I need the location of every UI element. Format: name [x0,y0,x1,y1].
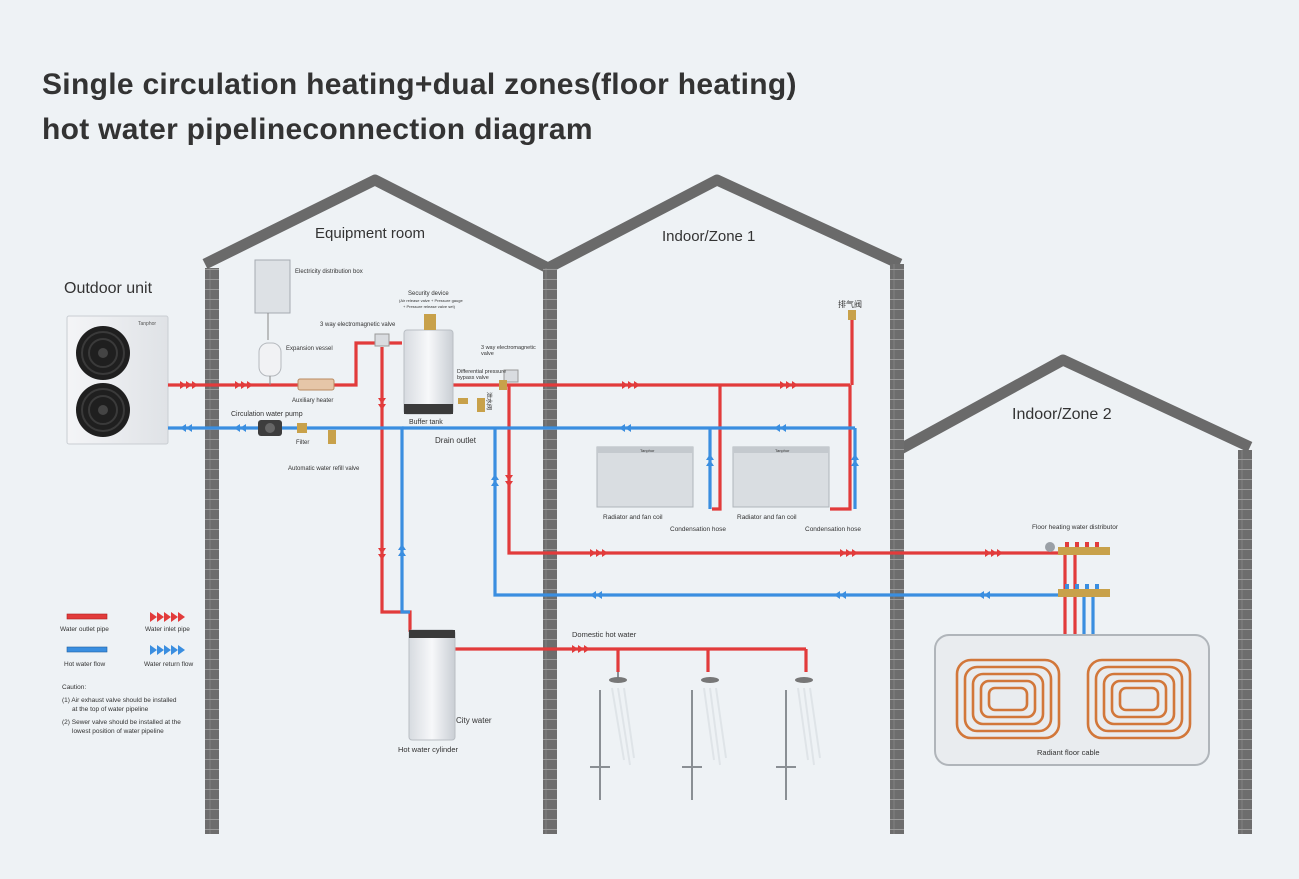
radiator-2-brand: Tanphor [775,448,790,453]
exhaust-valve [848,310,856,320]
hot-water-cylinder [408,629,456,741]
radiant-floor-area [934,634,1210,766]
label-expansion-vessel: Expansion vessel [286,346,333,352]
roof-zone-2 [892,354,1253,457]
manifold-icon [1045,542,1110,597]
legend: Water outlet pipe Water inlet pipe Hot w… [60,612,194,735]
legend-caution-1-l1: (1) Air exhaust valve should be installe… [62,697,177,704]
radiator-1-brand: Tanphor [640,448,655,453]
label-drain-outlet: Drain outlet [435,436,477,445]
wall-2 [543,268,557,834]
label-radiator-1: Radiator and fan coil [603,514,663,521]
label-security-detail-2: + Pressure release valve set) [403,304,456,309]
legend-water-outlet-pipe: Water outlet pipe [60,626,109,633]
fan-icon [76,326,130,380]
label-auto-refill-valve: Automatic water refill valve [288,466,360,472]
buffer-tank [403,314,454,415]
label-zone-1: Indoor/Zone 1 [662,228,755,245]
shower-icon [590,672,635,800]
title-line-1: Single circulation heating+dual zones(fl… [42,68,797,101]
fan-icon [76,383,130,437]
label-circulation-pump: Circulation water pump [231,411,303,418]
label-auxiliary-heater: Auxiliary heater [292,398,333,404]
label-diff-pressure-l2: bypass valve [457,375,489,381]
pump-icon [258,420,282,436]
valve-icon [374,333,390,347]
label-three-way-valve-2-l2: valve [481,351,494,357]
supply-flow-arrows [180,381,1003,653]
legend-caution-1-l2: at the top of water pipeline [72,706,149,713]
filter [297,423,307,433]
wall-4 [1238,450,1252,834]
label-domestic-hot-water: Domestic hot water [572,630,637,639]
label-condensation-hose-1: Condensation hose [670,526,726,533]
label-hot-water-cylinder: Hot water cylinder [398,745,459,754]
shower-icon [776,677,821,800]
label-condensation-hose-2: Condensation hose [805,526,861,533]
wall-3 [890,264,904,834]
radiator-icon: Tanphor [596,446,694,508]
valve-icon [499,369,519,390]
electricity-box [254,259,291,340]
building-outlines [202,174,1253,834]
label-electricity-box: Electricity distribution box [295,269,363,275]
legend-water-inlet-pipe: Water inlet pipe [145,626,190,633]
legend-caution-2-l2: lowest position of water pipeline [72,728,164,735]
label-city-water: City water [456,716,492,725]
roof-equipment-room [202,174,551,273]
legend-water-return-flow: Water return flow [144,661,194,668]
label-radiant-floor: Radiant floor cable [1037,748,1100,757]
legend-hot-water-flow: Hot water flow [64,661,105,668]
label-equipment-room: Equipment room [315,225,425,242]
title-line-2: hot water pipelineconnection diagram [42,113,593,146]
label-radiator-2: Radiator and fan coil [737,514,797,521]
outdoor-brand: Tanphor [138,321,156,327]
auxiliary-heater [297,378,335,391]
label-exhaust-valve: 排气阀 [838,299,862,309]
legend-caution-2-l1: (2) Sewer valve should be installed at t… [62,719,181,726]
shower-icon [682,677,727,800]
wall-1 [205,268,219,834]
legend-caution-title: Caution: [62,684,86,691]
label-three-way-valve: 3 way electromagnetic valve [320,322,396,328]
auto-refill-valve [328,430,336,444]
roof-zone-1 [545,174,903,273]
label-floor-distributor: Floor heating water distributor [1032,524,1119,531]
expansion-vessel [258,342,282,385]
label-security-device: Security device [408,291,449,297]
radiator-icon: Tanphor [732,446,830,508]
label-outdoor-unit: Outdoor unit [64,280,153,297]
page-title: Single circulation heating+dual zones(fl… [42,62,797,152]
return-flow-arrows [180,424,990,599]
outdoor-unit: Tanphor [66,315,169,445]
drain-outlet [458,398,485,412]
label-diff-pressure-l1: Differential pressure [457,369,506,375]
label-zone-2: Indoor/Zone 2 [1012,406,1112,423]
label-security-detail-1: (Air release valve + Pressure gauge [399,298,463,303]
label-filter: Filter [296,440,309,446]
label-sewer-valve: 泄水阀 [485,392,493,410]
label-three-way-valve-2-l1: 3 way electromagnetic [481,345,536,351]
label-buffer-tank: Buffer tank [409,419,443,426]
